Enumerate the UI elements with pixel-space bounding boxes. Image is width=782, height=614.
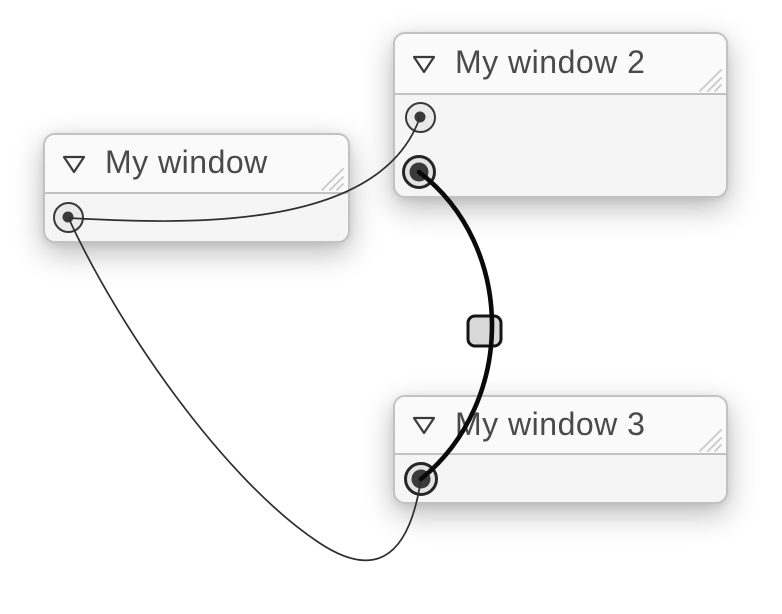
node-title: My window [105,144,268,180]
sink-port-2[interactable] [402,155,436,189]
collapse-triangle-icon[interactable] [62,153,86,175]
connection-edge [68,218,422,562]
resize-grip-icon[interactable] [696,66,722,92]
source-port[interactable] [52,201,84,233]
sink-port-1[interactable] [404,101,436,133]
resize-grip-icon[interactable] [318,165,344,191]
node-titlebar[interactable]: My window 3 [395,397,726,455]
collapse-triangle-icon[interactable] [412,414,436,436]
sink-port[interactable] [404,462,438,496]
node-title: My window 3 [455,405,646,442]
collapse-triangle-icon[interactable] [412,53,436,75]
connection-handle[interactable] [466,314,503,348]
node-my-window[interactable]: My window [43,133,350,243]
node-title: My window 2 [455,44,646,80]
node-my-window-3[interactable]: My window 3 [393,395,728,504]
resize-grip-icon[interactable] [696,426,722,452]
node-titlebar[interactable]: My window 2 [395,34,726,95]
node-titlebar[interactable]: My window [45,135,348,194]
node-my-window-2[interactable]: My window 2 [393,32,728,198]
